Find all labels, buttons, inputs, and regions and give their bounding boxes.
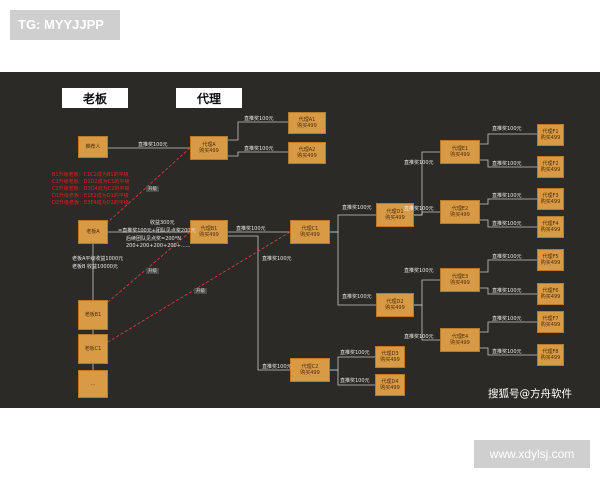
edge-label: 直推奖100元 [342, 294, 372, 300]
edge-label: 直推奖100元 [404, 334, 434, 340]
edge-label: 直推奖100元 [262, 364, 292, 370]
edge-label: 直推奖100元 [262, 256, 292, 262]
income-formula-2: 后续团队见点奖=200*N [126, 236, 181, 242]
edge-label: 直推奖100元 [492, 221, 522, 227]
watermark-top: TG: MYYJJPP [10, 10, 120, 40]
red-note: D1升级老板：E1E2成为D1的平级 [52, 193, 129, 199]
edge-label: 直推奖100元 [404, 206, 434, 212]
income-formula: =直推奖100元+团队见点奖200元 [118, 228, 196, 234]
recommender-a-node: 推荐人 [78, 136, 108, 158]
boss-c1-node: 老板C1 [78, 334, 108, 364]
red-note: D2升级老板：E3E4成为D2的平级 [52, 200, 129, 206]
edge-label: 直推奖100元 [404, 160, 434, 166]
red-note: B1升级老板：C1C2成为B1的平级 [52, 172, 129, 178]
edge-label: 直推奖100元 [236, 226, 266, 232]
boss-b-income: 老板B 收益10000元 [72, 264, 118, 270]
edge-label: 直推奖100元 [492, 288, 522, 294]
edge-label: 直推奖100元 [244, 116, 274, 122]
header-agent: 代理 [176, 88, 242, 108]
edge-label: 直推奖100元 [244, 146, 274, 152]
income-label: 收益300元 [150, 220, 175, 226]
boss-a-node: 老板A [78, 220, 108, 244]
edge-label: 直推奖100元 [340, 378, 370, 384]
upgrade-tag: 升级 [146, 186, 159, 192]
edge-label: 直推奖100元 [340, 350, 370, 356]
edge-label: 直推奖100元 [492, 316, 522, 322]
red-note: C2升级老板：D3D4成为C2的平级 [52, 186, 130, 192]
boss-a-income: 老板A平级收益1000元 [72, 256, 124, 262]
edge-label: 直推奖100元 [492, 254, 522, 260]
edge-label: 直推奖100元 [404, 268, 434, 274]
income-formula-3: 200+200+200+200+...... [126, 243, 191, 249]
edge-label: 直推奖100元 [492, 349, 522, 355]
boss-b1-node: 老板B1 [78, 300, 108, 330]
edge-label: 直推奖100元 [492, 126, 522, 132]
edge-label: 直推奖100元 [492, 161, 522, 167]
more-node: ... [78, 370, 108, 398]
header-boss: 老板 [62, 88, 128, 108]
red-note: C1升级老板：D1D2成为C1的平级 [52, 179, 130, 185]
upgrade-tag: 升级 [146, 268, 159, 274]
edge-label: 直推奖100元 [138, 142, 168, 148]
edge-label: 直推奖100元 [492, 193, 522, 199]
source-credit: 搜狐号@方舟软件 [488, 388, 572, 400]
upgrade-tag: 升级 [194, 288, 207, 294]
edge-label: 直推奖100元 [342, 205, 372, 211]
connector-lines [92, 121, 537, 386]
watermark-bottom: www.xdylsj.com [474, 440, 590, 468]
